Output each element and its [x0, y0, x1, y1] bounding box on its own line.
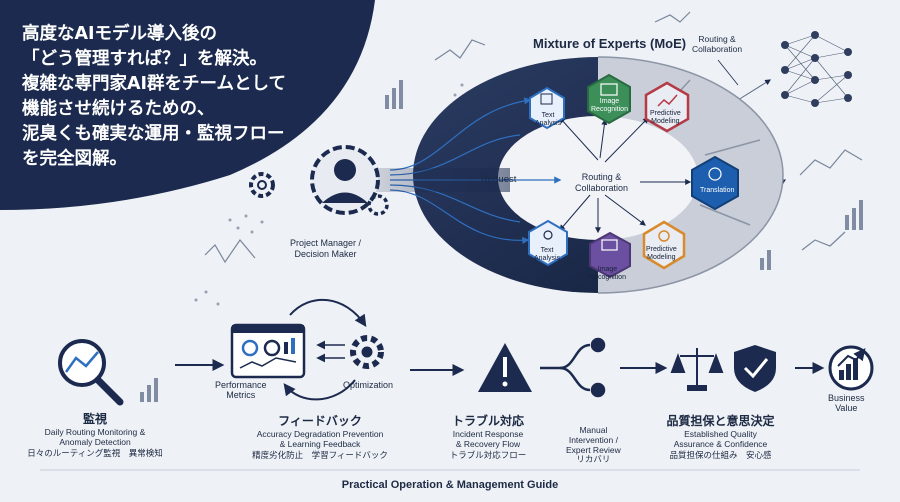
optimization-gear-icon — [350, 335, 384, 369]
expert-label-predictive-modeling-top: Predictive Modeling — [650, 110, 681, 126]
label-line: Metrics — [226, 390, 256, 400]
branch-arrows-icon — [540, 337, 606, 398]
manager-label: Project Manager / Decision Maker — [290, 238, 361, 260]
headline-line: 「どう管理すれば？」を解決。 — [22, 49, 267, 69]
section-jp: トラブル対応フロー — [449, 451, 527, 461]
label-line: Predictive — [646, 246, 677, 253]
section-jp: 品質担保の仕組み 安心感 — [669, 451, 772, 461]
manager-gear-icon — [310, 145, 380, 215]
network-link-arrow — [732, 79, 772, 106]
label-line: Expert Review — [566, 445, 621, 455]
background-dots — [194, 83, 464, 306]
expert-node-predictive-modeling-top — [644, 81, 690, 133]
moe-title: Mixture of Experts (MoE) — [533, 36, 687, 51]
label-line: Performance — [215, 380, 267, 390]
expert-node-image-recognition-top — [587, 73, 631, 125]
routing-collaboration-center-label: Routing & Collaboration — [575, 172, 628, 194]
neural-network-graphic — [781, 31, 852, 107]
label-line: Image — [597, 266, 618, 273]
scales-icon — [670, 348, 724, 391]
label-line: Decision Maker — [294, 249, 357, 259]
section-jp: 精度劣化防止 学習フィードバック — [252, 451, 388, 461]
feedback-loop-arrow-top — [289, 298, 367, 327]
label-line: Modeling — [651, 118, 680, 125]
label-line: Recognition — [591, 106, 628, 113]
section-en-line: Established Quality — [684, 429, 757, 439]
optimization-label: Optimization — [343, 380, 394, 390]
label-line: Text — [540, 247, 554, 254]
monitoring-magnifier-icon — [58, 339, 124, 406]
label-line: Value — [835, 403, 858, 413]
dashboard-icon — [230, 323, 306, 379]
section-en-line: Daily Routing Monitoring & — [44, 427, 146, 437]
headline-panel — [0, 0, 375, 210]
label-line: Analysis — [534, 255, 561, 262]
section-quality: 品質担保と意思決定 Established Quality Assurance … — [648, 412, 793, 461]
request-label: Request — [481, 174, 517, 185]
section-title: 品質担保と意思決定 — [666, 414, 775, 428]
footer-title: Practical Operation & Management Guide — [341, 479, 559, 491]
label-line: Routing & — [698, 34, 736, 44]
shield-check-icon — [734, 345, 776, 392]
label-line: Recognition — [589, 274, 626, 281]
business-value-icon — [828, 345, 874, 391]
expert-node-predictive-modeling-bottom — [642, 220, 686, 270]
headline-line: を完全図解。 — [22, 149, 127, 169]
expert-node-image-recognition-bottom — [589, 231, 631, 279]
feedback-loop-arrow-bottom — [283, 379, 356, 401]
section-en-line: Accuracy Degradation Prevention — [256, 429, 384, 439]
moe-ring — [413, 56, 784, 294]
headline: 高度なAIモデル導入後の 「どう管理すれば？」を解決。 複雑な専門家AI群をチー… — [22, 22, 352, 172]
headline-line: 泥臭くも確実な運用・監視フロー — [22, 124, 285, 144]
routing-pointer-line — [717, 59, 739, 86]
section-title: フィードバック — [278, 414, 362, 428]
label-line: Predictive — [650, 110, 681, 117]
routing-arrows — [559, 117, 692, 234]
label-line: Collaboration — [692, 44, 743, 54]
business-value-label: Business Value — [828, 393, 865, 413]
headline-line: 高度なAIモデル導入後の — [22, 24, 218, 44]
section-title: トラブル対応 — [451, 414, 524, 428]
expert-label-predictive-modeling-bottom: Predictive Modeling — [646, 246, 677, 262]
warning-triangle-icon — [478, 343, 532, 392]
label-line: Routing & — [581, 172, 622, 182]
label-line: Project Manager / — [290, 238, 362, 248]
expert-label-translation: Translation — [700, 187, 735, 194]
section-feedback: フィードバック Accuracy Degradation Prevention … — [240, 412, 400, 461]
expert-label-image-recognition-bottom: Image Recognition — [589, 266, 626, 282]
section-en-line: & Recovery Flow — [455, 439, 521, 449]
expert-label-image-recognition-top: Image Recognition — [591, 98, 628, 114]
label-line: Modeling — [647, 254, 676, 261]
section-en-line: Anomaly Detection — [59, 437, 131, 447]
expert-node-text-analysis-top — [529, 86, 565, 130]
small-gear-icon — [249, 172, 389, 216]
label-line: Business — [828, 393, 865, 403]
request-stream-band — [360, 168, 510, 192]
expert-node-text-analysis-bottom — [528, 219, 568, 267]
manual-review-label: Manual Intervention / Expert Review リカバリ — [566, 425, 621, 465]
section-en-line: Incident Response — [452, 429, 524, 439]
background-bars — [140, 80, 863, 402]
routing-collaboration-top-label: Routing & Collaboration — [692, 34, 742, 54]
label-line: Text — [541, 112, 555, 119]
section-en-line: Assurance & Confidence — [673, 439, 768, 449]
expert-node-translation — [691, 155, 739, 211]
expert-label-text-analysis-bottom: Text Analysis — [534, 247, 560, 263]
headline-line: 機能させ続けるための、 — [22, 99, 215, 119]
label-line: Image — [599, 98, 620, 105]
section-jp: 日々のルーティング監視 異常検知 — [27, 449, 163, 459]
headline-line: 複雑な専門家AI群をチームとして — [22, 74, 287, 94]
label-line: Manual — [579, 425, 608, 435]
section-trouble: トラブル対応 Incident Response & Recovery Flow… — [428, 412, 548, 461]
recovery-jp-label: リカバリ — [576, 455, 611, 465]
label-line: Collaboration — [575, 183, 629, 193]
expert-label-text-analysis-top: Text Analysis — [535, 112, 561, 128]
section-monitoring: 監視 Daily Routing Monitoring & Anomaly De… — [20, 410, 170, 459]
label-line: Intervention / — [568, 435, 618, 445]
performance-metrics-label: Performance Metrics — [215, 380, 267, 400]
section-en-line: & Learning Feedback — [279, 439, 361, 449]
label-line: Analysis — [535, 120, 562, 127]
section-title: 監視 — [82, 412, 107, 426]
